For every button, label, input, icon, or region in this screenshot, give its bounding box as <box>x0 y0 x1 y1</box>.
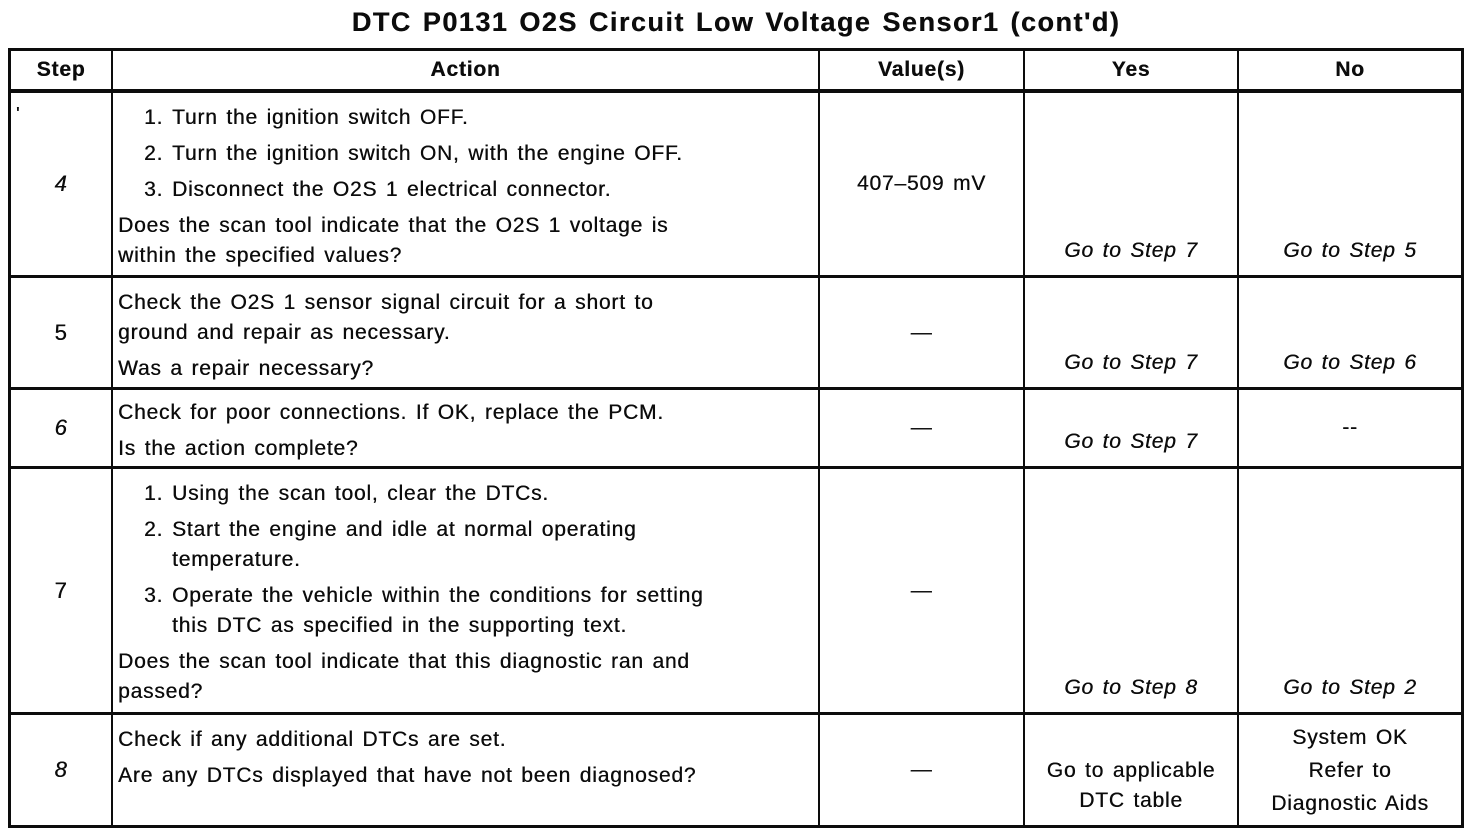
action-cell: 1. Turn the ignition switch OFF. 2. Turn… <box>113 93 820 278</box>
action-list-item: 3. Disconnect the O2S 1 electrical conne… <box>144 175 810 205</box>
action-cell: Check if any additional DTCs are set. Ar… <box>113 715 820 825</box>
header-cell-values: Value(s) <box>820 51 1025 93</box>
step-cell: 8 <box>11 715 113 825</box>
step-number: 6 <box>54 415 68 440</box>
diagnostic-table: Step Action Value(s) Yes No ' 4 1. Turn … <box>8 48 1464 828</box>
action-cell: 1. Using the scan tool, clear the DTCs. … <box>113 469 820 715</box>
no-cell: Go to Step 5 <box>1239 93 1461 278</box>
list-item-text: Using the scan tool, clear the DTCs. <box>172 482 549 505</box>
value-cell: — <box>820 278 1025 390</box>
yes-cell: Go to applicable DTC table <box>1025 715 1239 825</box>
yes-cell: Go to Step 7 <box>1025 390 1239 469</box>
list-number: 2. <box>144 518 164 541</box>
action-cell: Check for poor connections. If OK, repla… <box>113 390 820 469</box>
action-list-item: 2. Start the engine and idle at normal o… <box>144 515 810 575</box>
question-text: Does the scan tool indicate that this di… <box>118 650 690 703</box>
list-number: 1. <box>144 106 164 129</box>
question-text: Does the scan tool indicate that the O2S… <box>118 214 669 267</box>
list-number: 3. <box>144 178 164 201</box>
list-item-text: Turn the ignition switch OFF. <box>172 106 469 129</box>
list-item-text: Turn the ignition switch ON, with the en… <box>172 142 683 165</box>
list-item-text: Disconnect the O2S 1 electrical connecto… <box>172 178 612 201</box>
value-cell: 407–509 mV <box>820 93 1025 278</box>
action-list-item: 1. Using the scan tool, clear the DTCs. <box>144 479 810 509</box>
header-cell-no: No <box>1239 51 1461 93</box>
value-cell: — <box>820 390 1025 469</box>
yes-cell: Go to Step 8 <box>1025 469 1239 715</box>
header-cell-yes: Yes <box>1025 51 1239 93</box>
statement-text: Check for poor connections. If OK, repla… <box>118 401 664 424</box>
question-text: Are any DTCs displayed that have not bee… <box>118 764 697 787</box>
list-item-text: Operate the vehicle within the condition… <box>172 584 704 637</box>
step-cell: 7 <box>11 469 113 715</box>
page-title: DTC P0131 O2S Circuit Low Voltage Sensor… <box>351 7 1121 37</box>
question-text: Was a repair necessary? <box>118 357 374 380</box>
value-cell: — <box>820 715 1025 825</box>
statement-text: Check the O2S 1 sensor signal circuit fo… <box>118 291 654 344</box>
action-list-item: 3. Operate the vehicle within the condit… <box>144 581 810 641</box>
header-cell-action: Action <box>113 51 820 93</box>
yes-cell: Go to Step 7 <box>1025 93 1239 278</box>
step-number: 5 <box>54 319 68 345</box>
no-cell: Go to Step 6 <box>1239 278 1461 390</box>
list-number: 3. <box>144 584 164 607</box>
action-cell: Check the O2S 1 sensor signal circuit fo… <box>113 278 820 390</box>
question-text: Is the action complete? <box>118 437 359 460</box>
step-cell: 6 <box>11 390 113 469</box>
header-cell-step: Step <box>11 51 113 93</box>
step-cell: ' 4 <box>11 93 113 278</box>
list-item-text: Start the engine and idle at normal oper… <box>172 518 637 571</box>
step-number: 8 <box>54 757 68 782</box>
statement-text: Check if any additional DTCs are set. <box>118 728 507 751</box>
step-cell: 5 <box>11 278 113 390</box>
no-cell: System OK Refer to Diagnostic Aids <box>1271 725 1429 815</box>
yes-cell: Go to Step 7 <box>1025 278 1239 390</box>
step-number: 4 <box>54 171 68 196</box>
scan-artifact: ' <box>16 104 21 124</box>
list-number: 1. <box>144 482 164 505</box>
no-cell: Go to Step 2 <box>1239 469 1461 715</box>
action-list-item: 2. Turn the ignition switch ON, with the… <box>144 139 810 169</box>
action-list-item: 1. Turn the ignition switch OFF. <box>144 103 810 133</box>
step-number: 7 <box>54 577 68 603</box>
no-cell: -- <box>1239 390 1461 469</box>
list-number: 2. <box>144 142 164 165</box>
value-cell: — <box>820 469 1025 715</box>
